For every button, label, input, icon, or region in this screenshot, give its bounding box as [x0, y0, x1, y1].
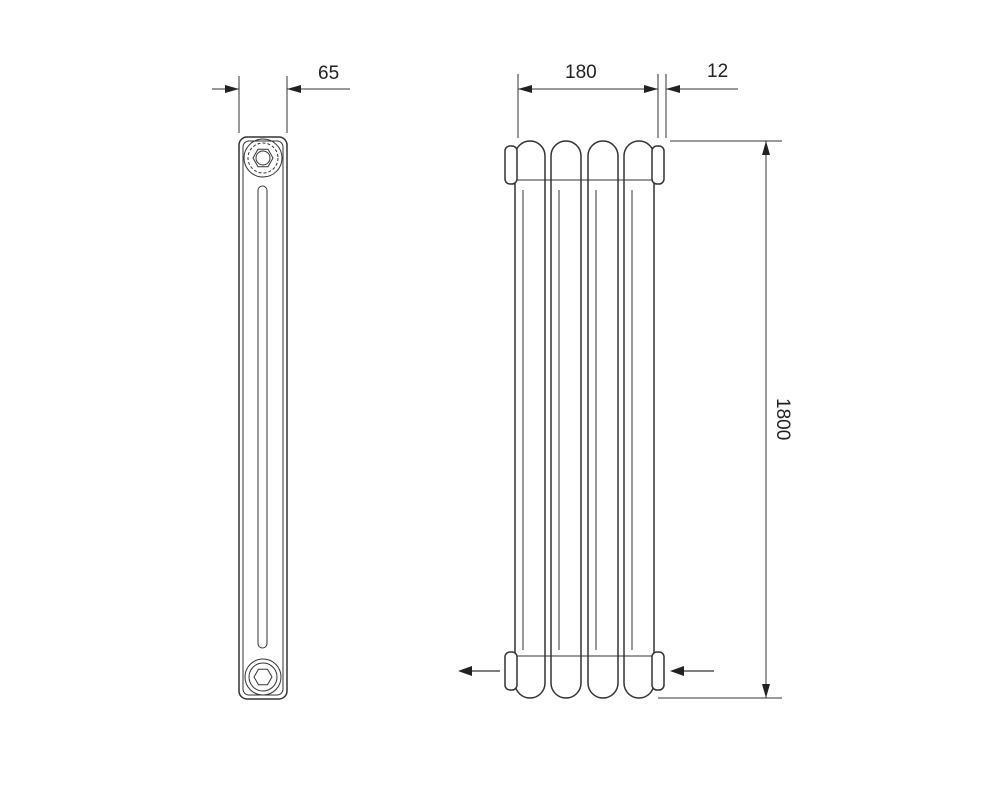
- front-view: 180 12 1800: [458, 61, 793, 699]
- dim-front-width: 180: [517, 62, 659, 138]
- side-view-body: [238, 136, 288, 700]
- side-view: 65: [212, 63, 350, 700]
- outlet-arrow: [458, 666, 500, 676]
- front-view-plugs: [504, 145, 665, 691]
- front-view-columns: [514, 140, 655, 699]
- dim-height: 1800: [658, 140, 793, 699]
- dim-nipple-offset: 12: [665, 61, 738, 138]
- inlet-arrow: [670, 666, 714, 676]
- side-view-slot: [257, 185, 268, 649]
- side-view-top-plug: [243, 138, 283, 178]
- side-view-bottom-plug: [244, 658, 282, 696]
- dim-side-width-label: 65: [318, 63, 339, 84]
- dim-side-width: 65: [212, 63, 350, 133]
- dim-nipple-offset-label: 12: [707, 61, 728, 82]
- dim-height-label: 1800: [772, 398, 793, 440]
- dim-front-width-label: 180: [565, 62, 597, 83]
